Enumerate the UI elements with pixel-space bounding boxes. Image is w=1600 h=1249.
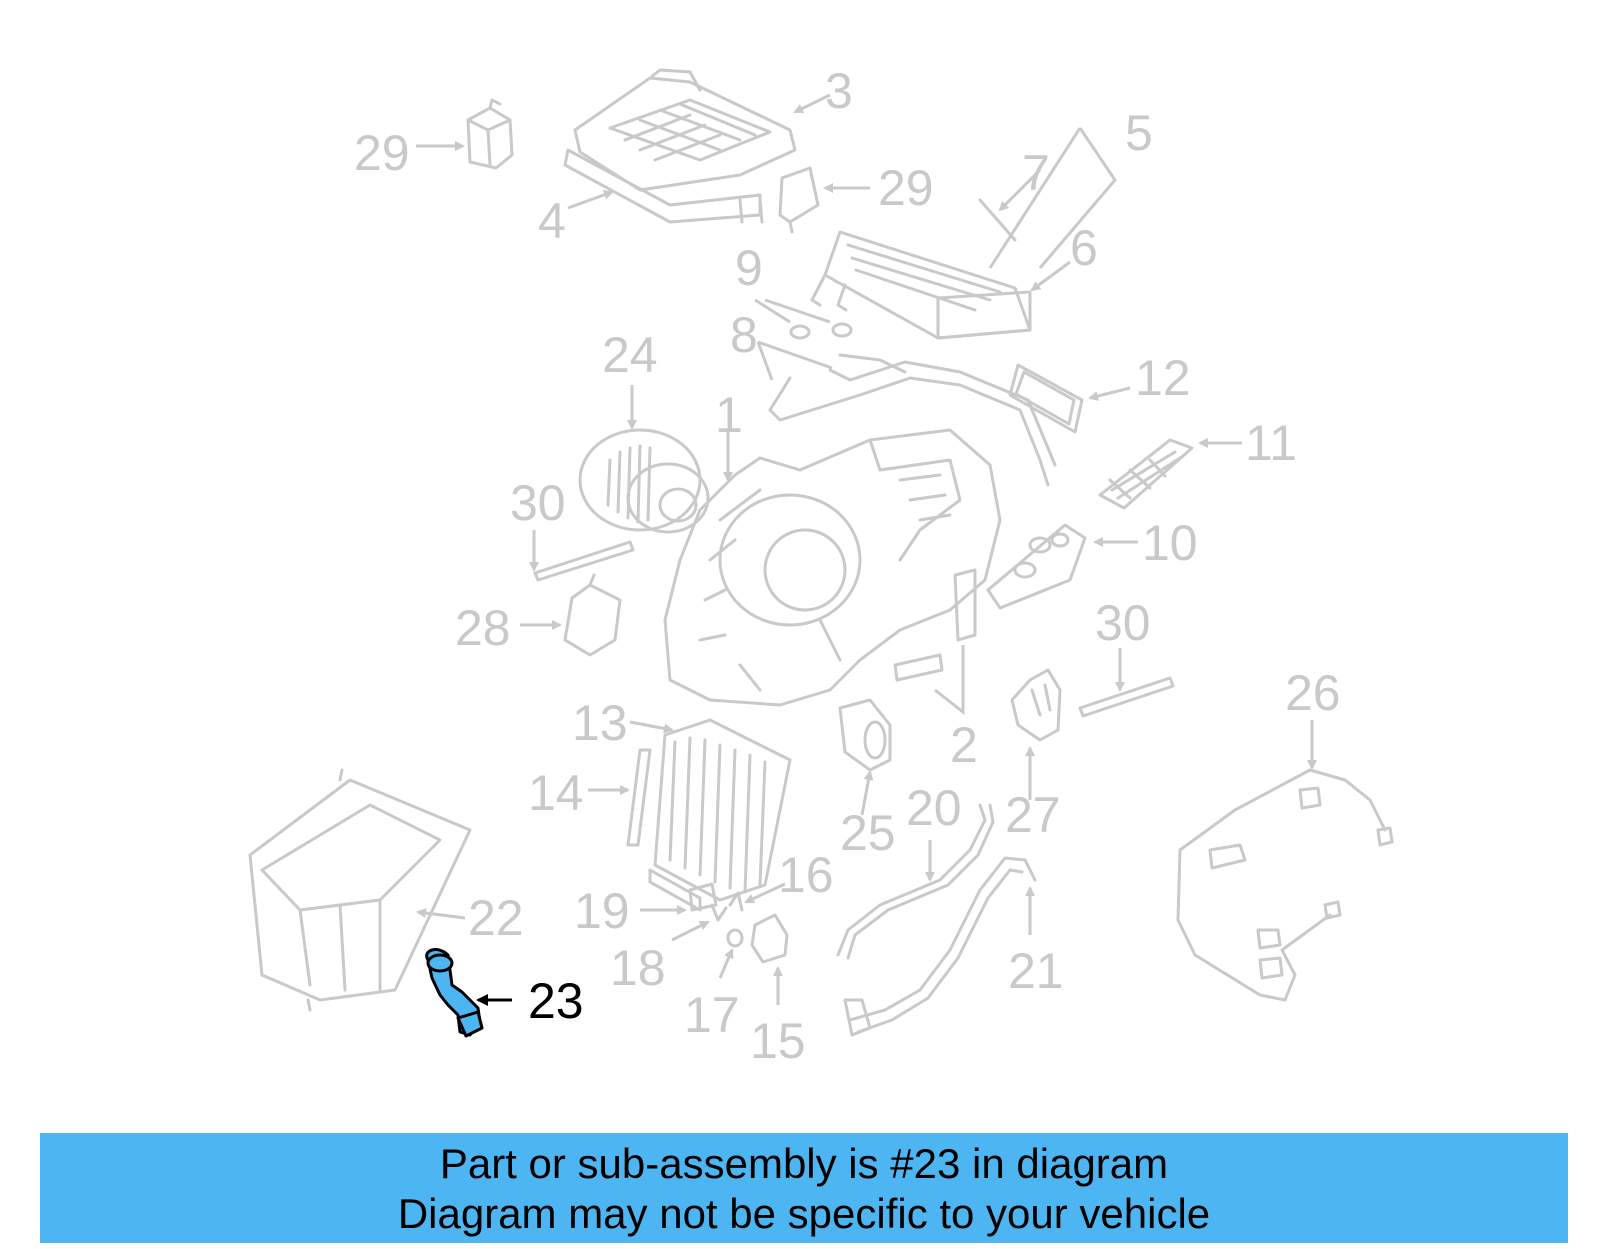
part-22-lower-housing <box>248 768 472 1012</box>
part-2-seals <box>893 568 977 682</box>
callout-16: 16 <box>778 847 834 903</box>
part-14-seal <box>626 748 652 847</box>
part-16-clip <box>728 891 744 912</box>
callout-29-right: 29 <box>878 160 934 216</box>
leader-12 <box>1088 386 1131 401</box>
leader-9 <box>754 298 831 324</box>
leader-22 <box>416 908 466 920</box>
callout-20: 20 <box>906 780 962 836</box>
leader-25 <box>860 770 874 816</box>
part-3-upper-housing <box>573 68 797 192</box>
banner-part-line: Part or sub-assembly is #23 in diagram <box>439 1140 1169 1187</box>
part-23-drain-hose <box>425 948 484 1038</box>
part-15-sensor <box>750 913 789 964</box>
callout-15: 15 <box>750 1013 806 1069</box>
callout-6: 6 <box>1070 220 1098 276</box>
callout-23: 23 <box>528 973 584 1029</box>
callout-1: 1 <box>715 387 743 443</box>
callout-18: 18 <box>610 940 666 996</box>
callout-2: 2 <box>950 717 978 773</box>
callout-3: 3 <box>825 63 853 119</box>
callout-24: 24 <box>602 327 658 383</box>
callout-30-left: 30 <box>510 475 566 531</box>
leader-8 <box>756 340 833 381</box>
callout-28: 28 <box>455 600 511 656</box>
part-17-o-ring <box>726 928 744 948</box>
callout-19: 19 <box>574 883 630 939</box>
callout-14: 14 <box>528 765 584 821</box>
leader-17 <box>718 948 734 979</box>
part-30-seal-strip-left <box>533 540 635 582</box>
part-26-wiring-harness <box>1176 768 1394 1002</box>
callout-25: 25 <box>840 805 896 861</box>
part-20-hose <box>836 803 995 960</box>
parts-diagram: 29 3 4 29 5 7 6 9 <box>248 63 1394 1069</box>
part-13-evaporator <box>648 718 792 912</box>
banner-disclaimer-line: Diagram may not be specific to your vehi… <box>397 1190 1211 1237</box>
part-7-seal-strip <box>978 198 1017 242</box>
part-24-blower-motor <box>578 428 710 534</box>
callout-12: 12 <box>1135 350 1191 406</box>
callout-7: 7 <box>1022 145 1050 201</box>
part-30-seal-strip-right <box>1078 676 1175 718</box>
callout-21: 21 <box>1008 943 1064 999</box>
leader-4 <box>567 190 614 210</box>
callout-22: 22 <box>468 890 524 946</box>
leader-3 <box>793 93 831 114</box>
callout-11: 11 <box>1245 415 1297 471</box>
part-19-expansion-block <box>688 882 718 912</box>
callout-17: 17 <box>684 987 740 1043</box>
callout-29-left: 29 <box>354 125 410 181</box>
part-8-refrigerant-lines <box>768 353 1057 487</box>
part-4-filter-frame <box>563 148 764 224</box>
part-29-actuator-left <box>466 98 514 170</box>
callout-30-right: 30 <box>1095 595 1151 651</box>
part-1-hvac-case <box>663 428 1002 707</box>
info-banner: Part or sub-assembly is #23 in diagram D… <box>40 1133 1568 1243</box>
callout-5: 5 <box>1125 105 1153 161</box>
callout-8: 8 <box>730 307 758 363</box>
part-9-o-rings <box>789 322 853 340</box>
part-29-actuator-right <box>778 166 820 234</box>
leader-7 <box>998 168 1042 212</box>
part-18-clip <box>710 903 728 922</box>
part-25-actuator <box>838 698 892 772</box>
callout-4: 4 <box>538 193 566 249</box>
part-27-bracket <box>1010 668 1062 742</box>
leader-2 <box>934 645 965 716</box>
part-21-hose <box>843 856 1037 1037</box>
part-11-cabin-filter <box>1098 438 1194 510</box>
callout-27: 27 <box>1005 787 1061 843</box>
part-6-heater-core <box>810 230 1032 340</box>
leader-5 <box>988 127 1117 269</box>
part-12-gasket <box>1008 363 1084 434</box>
part-28-actuator <box>563 573 622 657</box>
callout-10: 10 <box>1142 515 1198 571</box>
callout-26: 26 <box>1285 665 1341 721</box>
callout-13: 13 <box>572 695 628 751</box>
part-10-cover <box>986 523 1087 610</box>
leader-18 <box>671 920 710 942</box>
leader-6 <box>1030 260 1071 292</box>
callout-9: 9 <box>735 240 763 296</box>
leader-13 <box>629 720 674 734</box>
leader-16 <box>744 882 786 904</box>
